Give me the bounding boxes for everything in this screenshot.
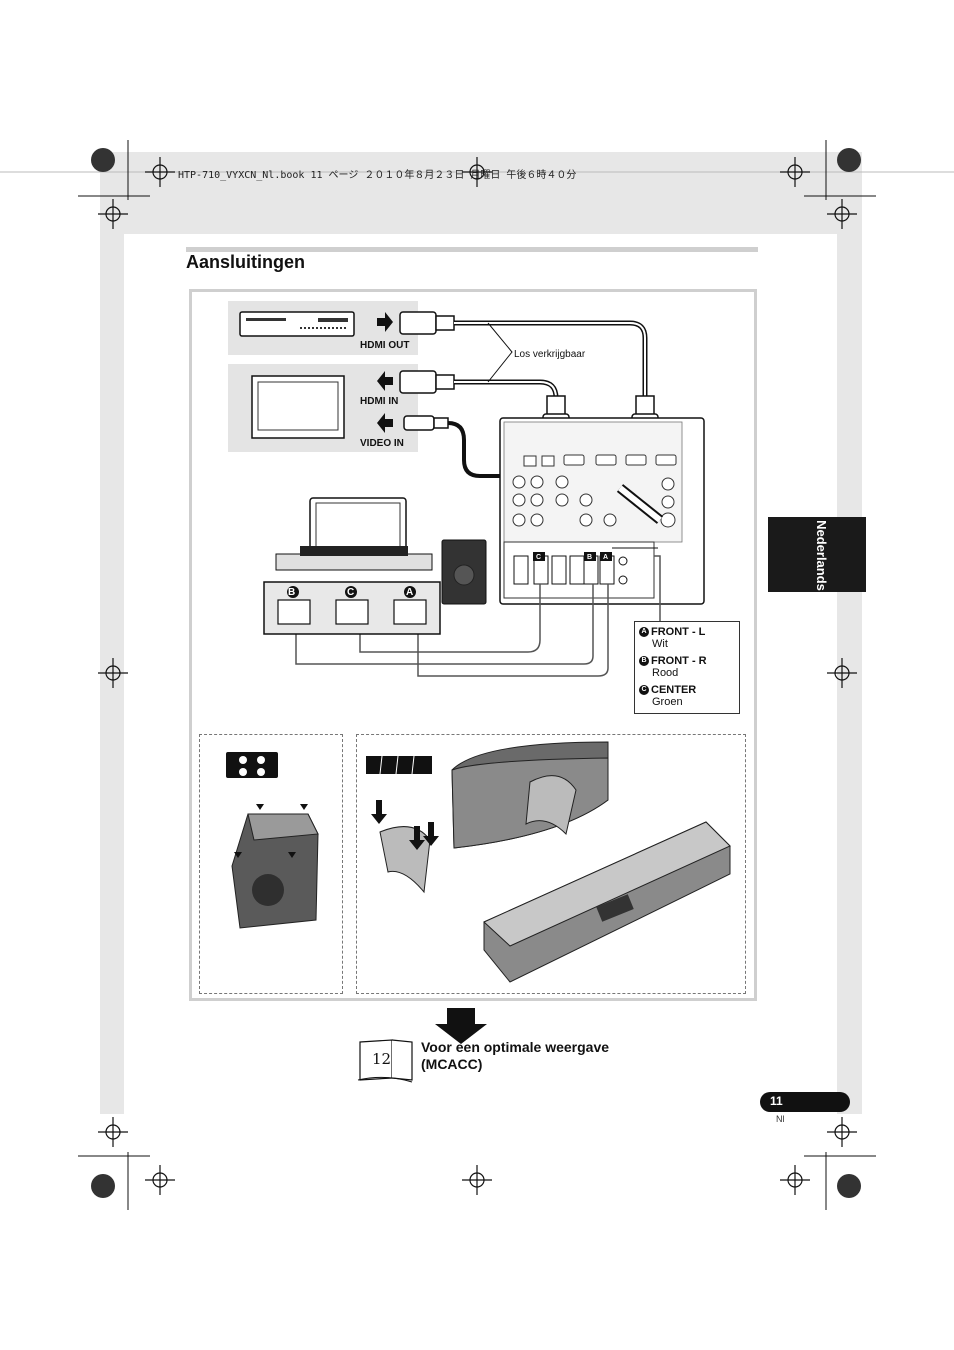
page-title: Aansluitingen — [186, 252, 306, 272]
svg-text:C: C — [536, 554, 541, 561]
legend-channel: FRONT - L — [651, 626, 706, 638]
hdmi-out-label: HDMI OUT — [360, 340, 410, 351]
svg-text:A: A — [603, 554, 608, 561]
legend-badge: B — [639, 656, 649, 667]
terminal-badge-b: B — [288, 587, 296, 598]
page-language: Nl — [776, 1114, 785, 1124]
print-header: HTP-710_VYXCN_Nl.book 11 ページ ２０１０年８月２３日 … — [178, 170, 577, 181]
legend-color: Wit — [652, 638, 668, 650]
legend-color: Groen — [652, 696, 683, 708]
terminal-badge-a: A — [406, 587, 414, 598]
page-reference-number: 12 — [372, 1050, 392, 1068]
legend-badge: A — [639, 627, 649, 638]
title-rule — [186, 247, 758, 252]
subwoofer-feet-panel — [199, 734, 343, 994]
hdmi-in-label: HDMI IN — [360, 396, 399, 407]
legend-channel: FRONT - R — [651, 655, 707, 667]
video-in-label: VIDEO IN — [360, 438, 404, 449]
separately-available-label: Los verkrijgbaar — [514, 349, 586, 360]
legend-channel: CENTER — [651, 684, 697, 696]
speaker-stand-panel — [356, 734, 746, 994]
terminal-badge-c: C — [347, 587, 355, 598]
legend-badge: C — [639, 685, 649, 696]
page-number: 11 — [770, 1094, 783, 1108]
legend-color: Rood — [652, 667, 679, 679]
language-tab — [768, 517, 866, 592]
next-step-link[interactable]: Voor een optimale weergave (MCACC) — [421, 1039, 610, 1072]
svg-text:B: B — [587, 554, 592, 561]
page-number-badge — [760, 1092, 850, 1112]
